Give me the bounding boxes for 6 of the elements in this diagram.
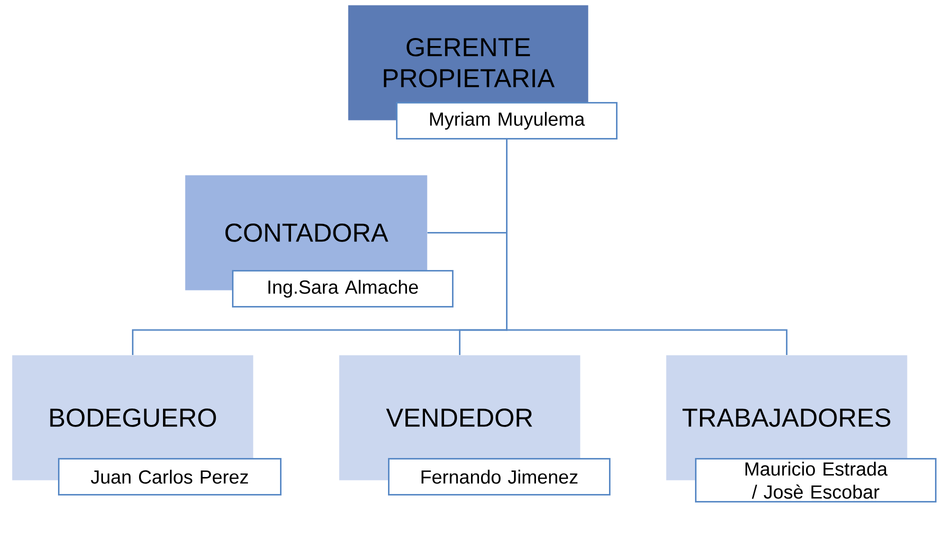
name-box: Juan Carlos Perez (58, 458, 282, 496)
name-box: Mauricio Estrada / Josè Escobar (695, 458, 937, 502)
connector-line (506, 140, 788, 355)
name-box: Fernando Jimenez (388, 458, 610, 496)
name-box: Myriam Muyulema (396, 102, 618, 140)
name-box: Ing.Sara Almache (232, 270, 454, 308)
